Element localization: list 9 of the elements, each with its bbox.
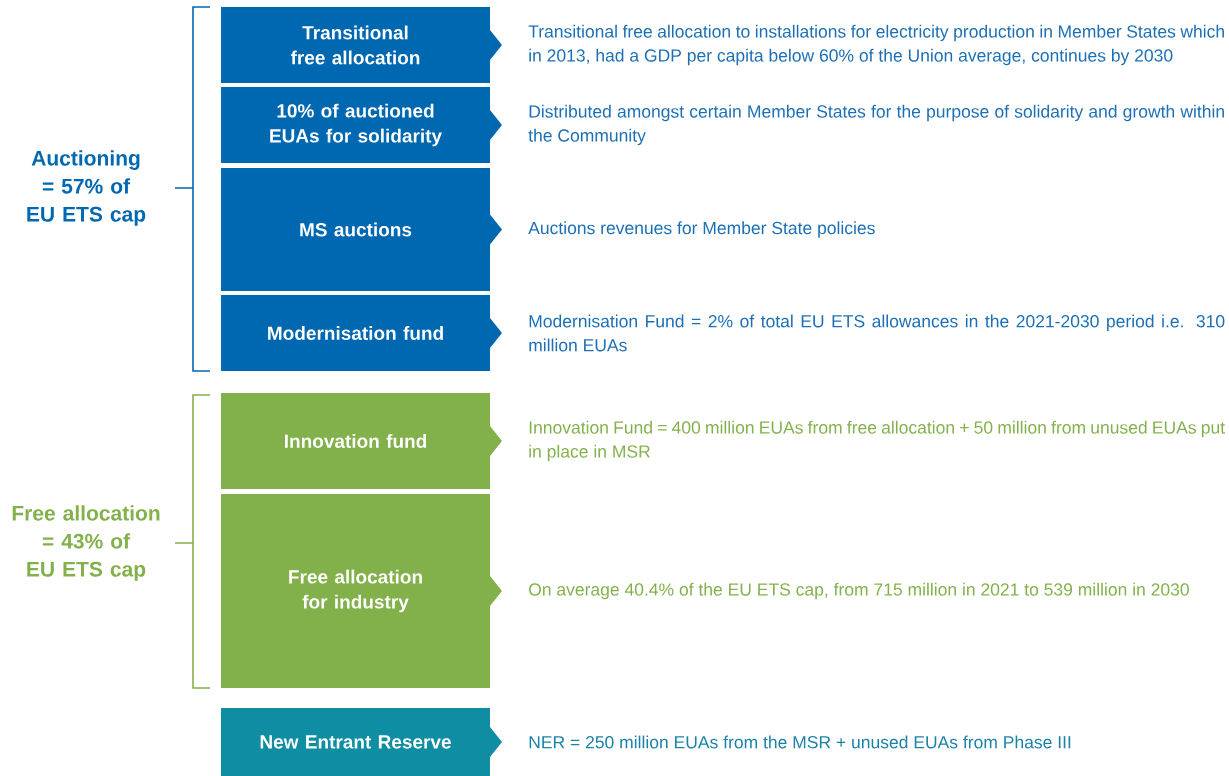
description-text: Auctions revenues for Member State policies [528, 221, 875, 238]
description-text: NER = 250 million EUAs from the MSR + unused EUAs from Phase III [529, 735, 1071, 749]
description-text: Distributed amongst certain Member States for the purpose of solidarity and growth within the Community [528, 104, 1224, 146]
group-label: Auctioning = 57% of EU ETS cap [27, 150, 146, 226]
description-text: On average 40.4% of the EU ETS cap, from 715 million in 2021 to 539 million in 2030 [529, 582, 1189, 600]
description-text: Modernisation Fund = 2% of total EU ETS allowances in the 2021-2030 period i.e. 310 million EUAs [529, 314, 1225, 352]
group-label: Free allocation = 43% of EU ETS cap [12, 505, 160, 581]
description-text: Transitional free allocation to installations for electricity production in Member States which in 2013, had a GDP per capita below 60% of the Union average, continues by 2030 [528, 24, 1224, 66]
description-text: Innovation Fund = 400 million EUAs from free allocation + 50 million from unused EUAs put in place in MSR [529, 420, 1225, 462]
